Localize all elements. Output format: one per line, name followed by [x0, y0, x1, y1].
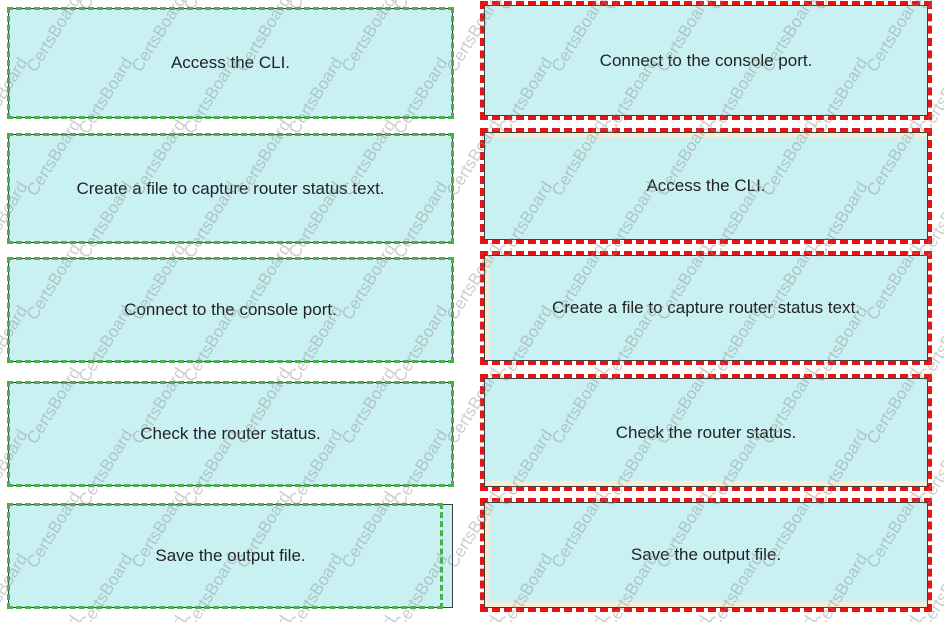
drag-item-label: Access the CLI. [170, 53, 291, 72]
drag-item-label: Create a file to capture router status t… [76, 178, 385, 198]
drag-item-save-output[interactable]: Save the output file. [7, 503, 453, 609]
drop-slot-label: Connect to the console port. [599, 50, 813, 70]
drop-slot-label: Save the output file. [630, 545, 782, 564]
watermark-text: CertsBoard [653, 612, 716, 622]
watermark-text: CertsBoard [233, 612, 296, 622]
drop-slot-label: Access the CLI. [646, 176, 766, 195]
watermark-text: CertsBoard [128, 612, 191, 622]
drag-item-access-cli[interactable]: Access the CLI. [7, 7, 454, 119]
drag-item-label: Connect to the console port. [124, 300, 337, 319]
watermark-text: CertsBoard [443, 612, 506, 622]
drag-item-connect-console[interactable]: Connect to the console port. [7, 257, 454, 363]
watermark-text: CertsBoard [338, 612, 401, 622]
watermark-text: CertsBoard [548, 612, 611, 622]
drag-item-label: Save the output file. [155, 546, 306, 565]
drag-item-label: Check the router status. [140, 424, 321, 443]
drag-item-check-status[interactable]: Check the router status. [7, 381, 454, 487]
drop-slot-step-1[interactable]: Connect to the console port. [480, 1, 932, 120]
drop-slot-step-4[interactable]: Check the router status. [480, 374, 932, 491]
drop-slot-label: Create a file to capture router status t… [551, 298, 861, 317]
drop-slot-label: Check the router status. [615, 422, 797, 442]
drop-slot-step-2[interactable]: Access the CLI. [480, 128, 932, 244]
watermark-text: CertsBoard [23, 612, 86, 622]
drag-item-create-file[interactable]: Create a file to capture router status t… [7, 133, 454, 244]
watermark-text: CertsBoard [863, 612, 926, 622]
drop-slot-step-3[interactable]: Create a file to capture router status t… [480, 251, 932, 365]
watermark-text: CertsBoard [758, 612, 821, 622]
drop-slot-step-5[interactable]: Save the output file. [480, 498, 932, 612]
